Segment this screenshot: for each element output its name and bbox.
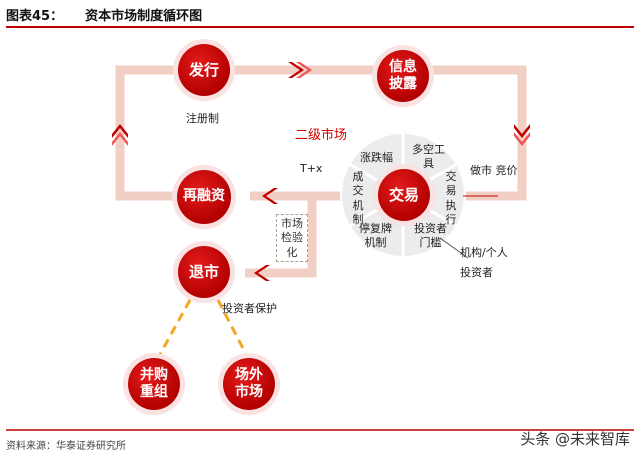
- ring-settlement: 成 交 机 制: [352, 170, 364, 226]
- chevron-left-icon: [262, 188, 278, 204]
- node-issue: 发行: [178, 44, 230, 96]
- delist-band: [245, 196, 317, 278]
- label-investors: 投资者: [460, 266, 493, 279]
- figure-title: 资本市场制度循环图: [85, 9, 203, 24]
- chevron-up-icon: [112, 124, 128, 146]
- node-otc: 场外 市场: [223, 358, 275, 410]
- ring-suspension: 停复牌 机制: [359, 222, 392, 250]
- ring-long-short: 多空工 具: [412, 143, 445, 171]
- ring-execution: 交 易 执 行: [445, 170, 457, 226]
- chevron-right-icon: [288, 62, 312, 78]
- ring-limit: 涨跌幅: [360, 151, 393, 164]
- source-note: 资料来源：华泰证券研究所: [6, 441, 126, 452]
- label-market-making: 做市 竞价: [470, 164, 518, 177]
- figure-number: 图表45：: [6, 9, 64, 24]
- node-delisting: 退市: [178, 246, 230, 298]
- node-disclosure: 信息 披露: [377, 50, 429, 102]
- header-rule: [6, 26, 634, 28]
- chevron-left-icon-2: [254, 265, 270, 281]
- node-refinance: 再融资: [177, 170, 231, 224]
- label-institution-individual: 机构/个人: [460, 246, 508, 259]
- watermark: 头条 @未来智库: [520, 430, 630, 448]
- market-test-box: 市场 检验 化: [276, 214, 308, 262]
- ring-threshold: 投资者 门槛: [414, 222, 447, 250]
- label-investor-protection: 投资者保护: [222, 302, 277, 315]
- label-secondary-market: 二级市场: [295, 128, 348, 143]
- label-t-plus: T+x: [300, 162, 323, 175]
- chevron-down-icon: [514, 124, 530, 146]
- link-ma: [156, 299, 192, 359]
- figure-header: 图表45： 资本市场制度循环图: [6, 5, 202, 24]
- link-otc: [216, 299, 250, 359]
- node-trading: 交易: [378, 169, 430, 221]
- label-registration: 注册制: [186, 112, 219, 125]
- node-ma: 并购 重组: [128, 358, 180, 410]
